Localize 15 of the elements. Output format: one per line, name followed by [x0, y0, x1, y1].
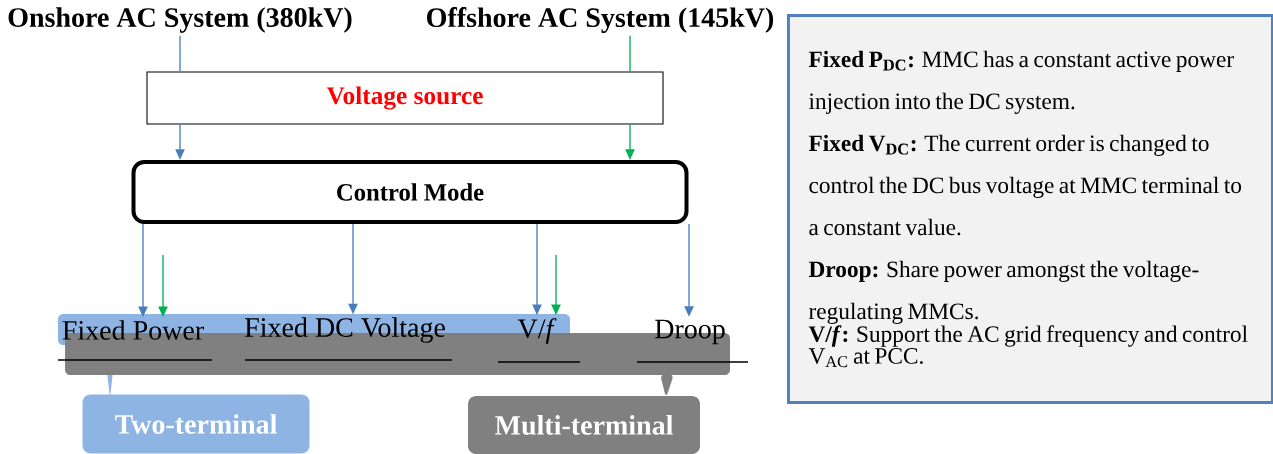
mode-label: Fixed DC Voltage: [244, 317, 445, 343]
notes-panel: [787, 14, 1273, 404]
heading-text: Onshore AC System (380kV): [8, 7, 352, 33]
mode-label: Fixed Power: [62, 320, 204, 340]
mode-label: V/f: [517, 318, 557, 344]
definition-text: Fixed V$_{DC}$: The current order is changed to control the DC bus voltage at MMC terminal to a constant value.: [808, 134, 1242, 236]
definition-text: Droop: Share power amongst the voltage-regulating MMCs.: [808, 260, 1199, 324]
group-box: Multi-terminal: [468, 396, 700, 454]
definition-text: Fixed P$_{DC}$: MMC has a constant active power injection into the DC system.: [808, 50, 1234, 114]
definition-text: V/f: Support the AC grid frequency and control V$_{AC}$ at PCC.: [808, 325, 1248, 368]
heading-text: Offshore AC System (145kV): [427, 7, 774, 33]
process-box: Voltage source: [146, 71, 664, 125]
group-box: Two-terminal: [82, 394, 310, 454]
process-box: Control Mode: [131, 160, 689, 224]
mode-label: Droop: [655, 319, 725, 345]
